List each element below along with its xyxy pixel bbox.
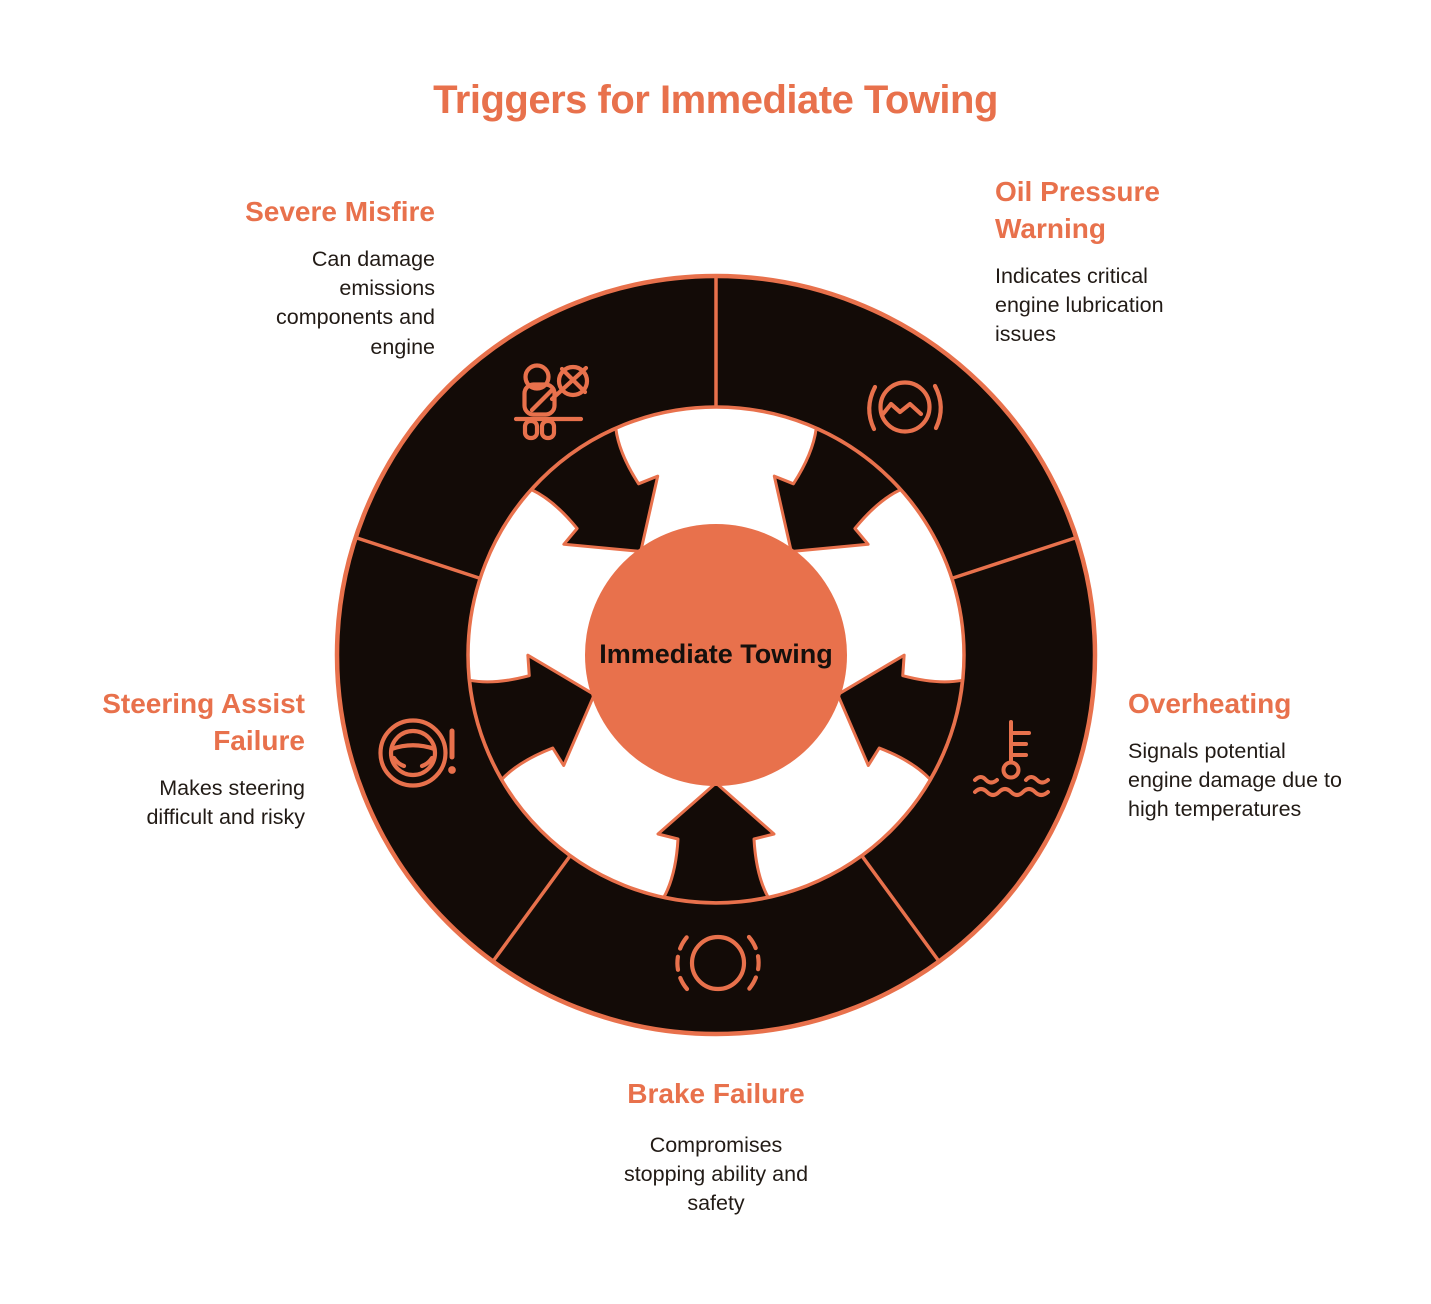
trigger-description: Makes steering difficult and risky: [146, 775, 305, 830]
trigger-heading: Steering Assist Failure: [102, 688, 305, 756]
trigger-severe-misfire: Severe Misfire Can damage emissions comp…: [195, 194, 435, 362]
trigger-description: Signals potential engine damage due to h…: [1128, 738, 1342, 822]
trigger-overheating: Overheating Signals potential engine dam…: [1128, 686, 1358, 825]
seatbelt-warning-icon: [513, 363, 590, 441]
coolant-temperature-icon: [973, 720, 1050, 797]
trigger-steering-assist-failure: Steering Assist Failure Makes steering d…: [75, 686, 305, 832]
page-title: Triggers for Immediate Towing: [433, 78, 998, 122]
steering-wheel-warning-icon: [378, 718, 456, 788]
brake-warning-icon: [675, 934, 761, 992]
trigger-oil-pressure-warning: Oil Pressure Warning Indicates critical …: [995, 174, 1190, 350]
sector-dividers: [356, 278, 1076, 962]
trigger-heading: Oil Pressure Warning: [995, 176, 1160, 244]
trigger-heading: Severe Misfire: [245, 196, 435, 227]
fluid-level-warning-icon: [867, 380, 943, 434]
divider-upper-right: [952, 536, 1076, 580]
divider-lower-right: [860, 854, 940, 962]
trigger-heading: Overheating: [1128, 688, 1292, 719]
trigger-description: Can damage emissions components and engi…: [276, 246, 435, 359]
trigger-heading: Brake Failure: [627, 1078, 805, 1109]
center-label: Immediate Towing: [599, 639, 833, 669]
trigger-brake-failure: Brake Failure Compromises stopping abili…: [576, 1076, 856, 1219]
divider-upper-left: [356, 536, 480, 580]
divider-lower-left: [492, 854, 572, 962]
trigger-description: Compromises stopping ability and safety: [623, 1132, 809, 1216]
center-circle: [585, 524, 847, 786]
trigger-description: Indicates critical engine lubrication is…: [995, 263, 1164, 347]
